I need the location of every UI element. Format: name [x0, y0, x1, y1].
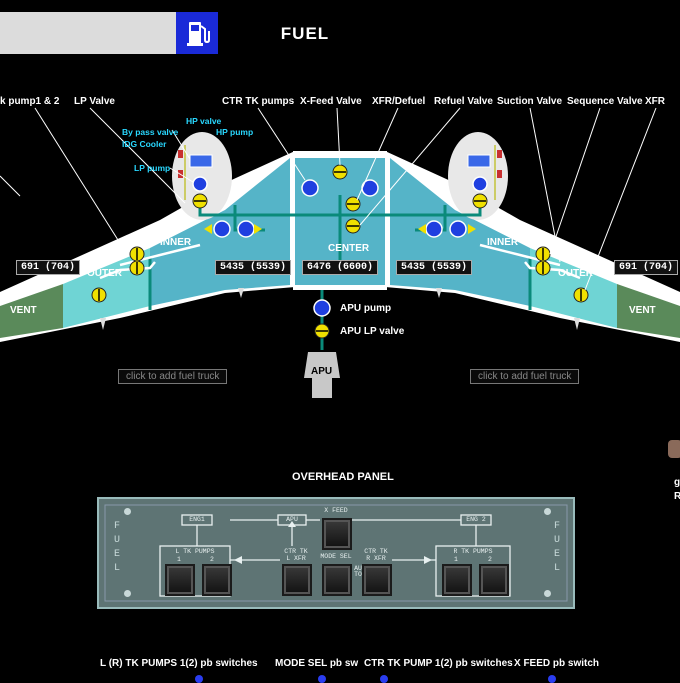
center-label: CENTER — [328, 243, 370, 254]
left-add-fuel-truck-button[interactable]: click to add fuel truck — [118, 369, 228, 384]
hp-pump-label: HP pump — [216, 127, 254, 137]
eng1-label: ENG1 — [189, 516, 205, 523]
ctr-tk-r-xfr-pb-switch[interactable] — [362, 564, 392, 596]
right-add-fuel-truck-button[interactable]: click to add fuel truck — [470, 369, 580, 384]
eng2-label: ENG 2 — [466, 516, 486, 523]
suction-valve-label: Suction Valve — [497, 96, 563, 107]
apu-pump-label: APU pump — [340, 303, 392, 314]
l-pump2-number: 2 — [210, 556, 214, 563]
left-inner-quantity: 5435 (5539) — [215, 260, 292, 275]
nav-dot[interactable] — [318, 675, 326, 683]
panel-screw — [544, 508, 551, 515]
panel-screw — [124, 590, 131, 597]
header-title-area — [176, 12, 504, 54]
right-outer-quantity: 691 (704) — [614, 260, 679, 275]
ctr-tk-l-xfr-panel-label: CTR TK L XFR — [284, 548, 308, 562]
apu-unit — [304, 352, 340, 398]
right-vent-tank — [617, 284, 680, 338]
xfeed-valve-label: X-Feed Valve — [300, 96, 362, 107]
right-outer-label: OUTER — [558, 268, 593, 279]
left-outer-quantity: 691 (704) — [16, 260, 81, 275]
panel-screw — [124, 508, 131, 515]
left-idg-cooler — [189, 154, 213, 168]
xfr-label: XFR — [645, 96, 665, 107]
apu-unit-label: APU — [311, 366, 333, 377]
ctr-tk-r-xfr-panel-label: CTR TK R XFR — [364, 548, 388, 562]
page-title: FUEL — [280, 24, 330, 43]
apu-panel-label: APU — [286, 516, 298, 523]
apu-lp-valve-label: APU LP valve — [340, 326, 405, 337]
tk-pumps-pb-label: L (R) TK PUMPS 1(2) pb switches — [100, 658, 258, 669]
l-tk-pumps-panel-label: L TK PUMPS — [175, 548, 215, 555]
l-pump1-number: 1 — [177, 556, 181, 563]
mode-sel-pb-label: MODE SEL pb sw — [275, 658, 359, 669]
left-tk-pump2-icon — [237, 220, 255, 238]
x-feed-pb-switch[interactable] — [322, 518, 352, 550]
nav-dot[interactable] — [548, 675, 556, 683]
right-lp-pump-icon — [472, 176, 488, 192]
left-outer-label: OUTER — [87, 268, 122, 279]
left-lp-pump-icon — [192, 176, 208, 192]
r-tk-pump2-pb-switch[interactable] — [479, 564, 509, 596]
left-tk-pump1-icon — [213, 220, 231, 238]
right-idg-cooler — [467, 154, 491, 168]
left-outer-tank — [63, 248, 150, 328]
idg-cooler-label: IDG Cooler — [122, 139, 167, 149]
left-inner-label: INNER — [160, 237, 192, 248]
mode-sel-panel-label: MODE SEL — [320, 553, 352, 560]
right-vent-label: VENT — [629, 305, 656, 316]
ctr-tk-l-xfr-pb-switch[interactable] — [282, 564, 312, 596]
side-snippet-line2: R — [674, 491, 680, 502]
hp-valve-label: HP valve — [186, 116, 222, 126]
center-quantity: 6476 (6600) — [302, 260, 379, 275]
refuel-valve-label: Refuel Valve — [434, 96, 493, 107]
x-feed-panel-label: X FEED — [324, 507, 348, 514]
panel-fuel-label-left: FUEL — [113, 521, 120, 574]
tk-pump-label: k pump1 & 2 — [0, 96, 60, 107]
l-tk-pump2-pb-switch[interactable] — [202, 564, 232, 596]
side-snippet-line1: g — [674, 477, 680, 488]
auto-panel-label: AUTO — [354, 565, 362, 578]
right-inner-quantity: 5435 (5539) — [396, 260, 473, 275]
mode-sel-pb-switch[interactable] — [322, 564, 352, 596]
lp-valve-label: LP Valve — [74, 96, 115, 107]
x-feed-pb-label: X FEED pb switch — [514, 658, 600, 669]
ctr-tk-pump1-icon — [301, 179, 319, 197]
r-pump1-number: 1 — [454, 556, 458, 563]
left-vent-label: VENT — [10, 305, 37, 316]
panel-fuel-label-right: FUEL — [553, 521, 560, 574]
ctr-tk-pump-pb-label: CTR TK PUMP 1(2) pb switches — [364, 658, 513, 669]
r-pump2-number: 2 — [488, 556, 492, 563]
ctr-tk-pumps-label: CTR TK pumps — [222, 96, 295, 107]
right-tk-pump1-icon — [425, 220, 443, 238]
left-vent-tank — [0, 284, 63, 338]
r-tk-pumps-panel-label: R TK PUMPS — [453, 548, 493, 555]
overhead-panel-title: OVERHEAD PANEL — [292, 471, 394, 483]
sequence-valve-label: Sequence Valve — [567, 96, 643, 107]
apu-pump-icon — [313, 299, 331, 317]
nav-dot[interactable] — [195, 675, 203, 683]
right-inner-label: INNER — [487, 237, 519, 248]
bypass-valve-label: By pass valve — [122, 127, 179, 137]
fuel-pump-icon[interactable] — [176, 12, 218, 54]
right-outer-tank — [530, 248, 617, 328]
panel-screw — [544, 590, 551, 597]
partial-image — [668, 440, 680, 458]
right-tk-pump2-icon — [449, 220, 467, 238]
nav-dot[interactable] — [380, 675, 388, 683]
right-engine — [448, 132, 508, 220]
lp-pump-label: LP pump — [134, 163, 171, 173]
xfr-defuel-label: XFR/Defuel — [372, 96, 426, 107]
r-tk-pump1-pb-switch[interactable] — [442, 564, 472, 596]
l-tk-pump1-pb-switch[interactable] — [165, 564, 195, 596]
